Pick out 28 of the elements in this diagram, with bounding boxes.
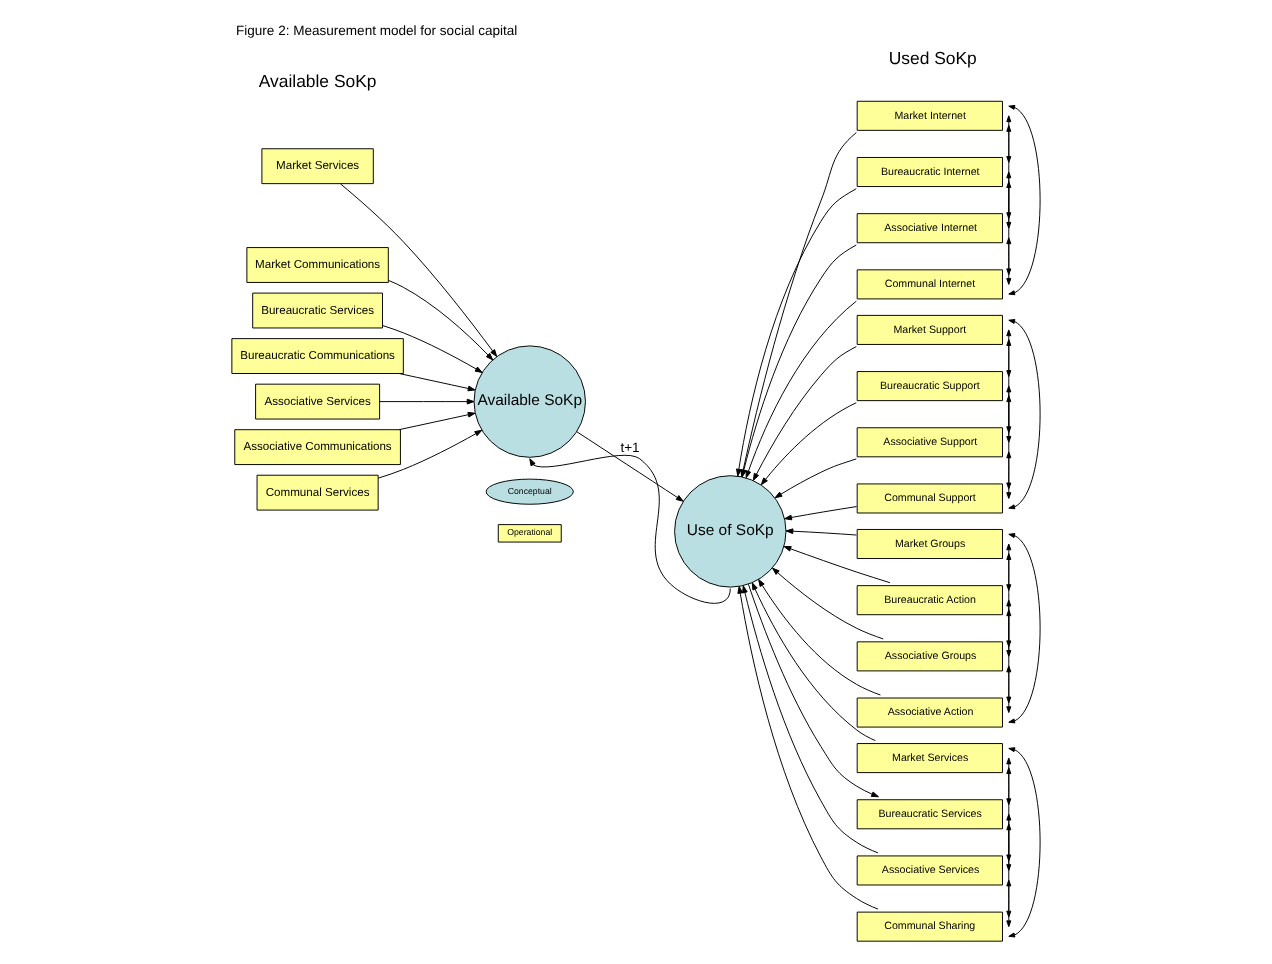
- arrow: [784, 506, 858, 521]
- arrow: [737, 585, 879, 910]
- arrow: [382, 325, 483, 373]
- arrow: [747, 583, 879, 798]
- arrow: [379, 398, 475, 405]
- arrow: [377, 429, 483, 479]
- arrow: [783, 546, 891, 584]
- label: Used SoKp: [888, 47, 977, 68]
- arrow: [529, 454, 731, 604]
- arrow: [745, 300, 857, 479]
- arrow: [751, 582, 876, 742]
- arrow: [1006, 237, 1012, 276]
- arrow: [388, 280, 494, 361]
- arrow: [339, 183, 498, 357]
- arrow: [1006, 665, 1012, 704]
- arrow: [752, 346, 857, 481]
- arrow: [758, 579, 881, 696]
- arrow: [1006, 879, 1012, 918]
- arrow: [742, 585, 879, 854]
- arrow: [760, 402, 857, 486]
- arrow: [576, 431, 684, 502]
- arrow: [398, 411, 476, 431]
- arrow: [398, 373, 476, 392]
- arrow: [1006, 451, 1012, 490]
- label: Available SoKp: [258, 71, 377, 92]
- arrow: [774, 458, 857, 499]
- arrow: [785, 528, 857, 536]
- arrow: [772, 567, 884, 640]
